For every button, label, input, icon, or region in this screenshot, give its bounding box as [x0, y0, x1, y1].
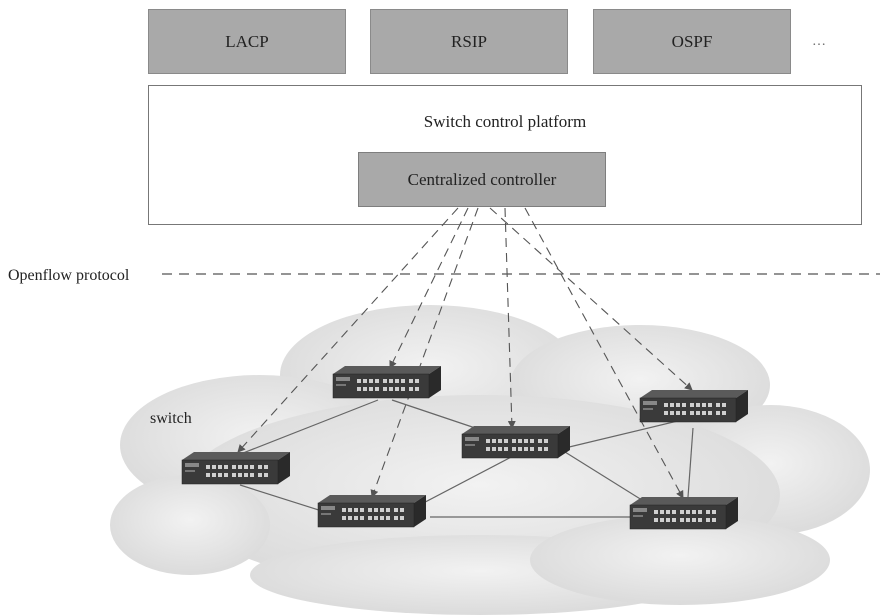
control-channel: [524, 207, 684, 499]
switch-link: [564, 451, 651, 506]
network-switch-icon: [461, 425, 571, 459]
protocol-box-ospf: OSPF: [593, 9, 791, 74]
network-switch-icon: [317, 494, 427, 528]
network-switch-icon: [332, 365, 442, 399]
protocol-label-ospf: OSPF: [671, 31, 713, 51]
control-channel: [237, 207, 459, 453]
more-protocols-ellipsis: …: [812, 34, 826, 49]
network-switch-icon: [639, 389, 749, 423]
network-switch-icon: [181, 451, 291, 485]
control-channels: [237, 207, 693, 499]
protocol-box-lacp: LACP: [148, 9, 346, 74]
switch-link: [409, 454, 516, 511]
switch-label: switch: [150, 410, 192, 427]
protocol-box-rsip: RSIP: [370, 9, 568, 74]
control-channel: [370, 207, 479, 498]
control-channel: [489, 207, 693, 391]
openflow-protocol-label: Openflow protocol: [8, 267, 130, 284]
switch-link: [564, 417, 691, 449]
protocol-label-rsip: RSIP: [451, 31, 487, 51]
network-switch-icon: [629, 496, 739, 530]
control-channel: [504, 207, 516, 429]
controller-label: Centralized controller: [407, 169, 557, 189]
switch-link: [687, 427, 694, 498]
switch-link: [237, 399, 379, 456]
centralized-controller: Centralized controller: [358, 152, 606, 207]
protocol-label-lacp: LACP: [225, 31, 269, 51]
platform-label: Switch control platform: [423, 112, 587, 131]
switch-link: [239, 484, 326, 513]
